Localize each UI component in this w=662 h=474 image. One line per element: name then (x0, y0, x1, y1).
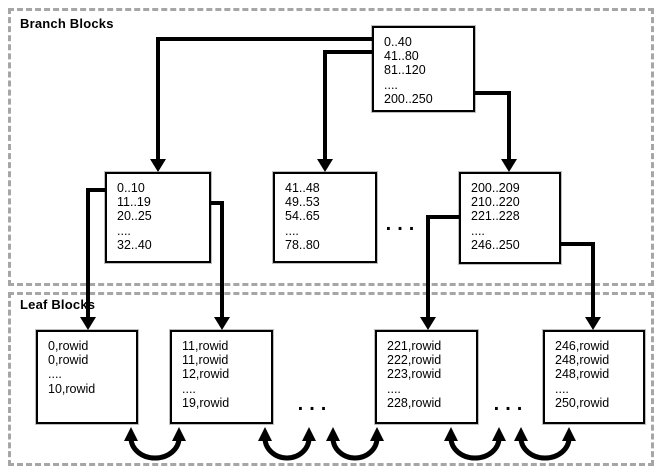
branch-row-ellipsis: ... (385, 213, 421, 235)
node-line: 41..48 (285, 181, 320, 195)
leaf-blocks-region (8, 292, 654, 466)
node-line: 78..80 (285, 237, 320, 252)
node-line: 221,rowid (387, 339, 442, 353)
node-line: 0..10 (117, 181, 145, 195)
leaf-block-2: 11,rowid 11,rowid 12,rowid .... 19,rowid (170, 330, 273, 424)
node-line: 250,rowid (555, 395, 610, 410)
node-line: 223,rowid (387, 367, 442, 382)
node-line: 246..250 (471, 237, 520, 252)
node-line: 200..250 (384, 91, 433, 106)
node-line: 11..19 (117, 195, 151, 210)
node-line: 54..65 (285, 209, 320, 224)
node-line: 0..40 (384, 35, 412, 49)
node-line: 210..220 (471, 195, 520, 210)
branch-block-right: 200..209 210..220 221..228 .... 246..250 (459, 172, 561, 264)
node-line: .... (384, 77, 398, 92)
branch-block-left: 0..10 11..19 20..25 .... 32..40 (105, 172, 211, 263)
node-line: 200..209 (471, 181, 520, 195)
node-line: 246,rowid (555, 339, 610, 353)
node-line: 248,rowid (555, 367, 610, 382)
node-line: 20..25 (117, 209, 152, 224)
leaf-block-3: 221,rowid 222,rowid 223,rowid .... 228,r… (375, 330, 478, 424)
node-line: .... (285, 223, 299, 238)
branch-blocks-label: Branch Blocks (20, 16, 114, 31)
leaf-row-ellipsis-left: ... (297, 393, 333, 415)
leaf-blocks-label: Leaf Blocks (20, 297, 96, 312)
leaf-block-4: 246,rowid 248,rowid 248,rowid .... 250,r… (543, 330, 645, 424)
node-line: .... (48, 367, 62, 382)
node-line: .... (387, 381, 401, 396)
node-line: .... (182, 381, 196, 396)
node-line: 49..53 (285, 195, 320, 210)
node-line: 32..40 (117, 237, 152, 252)
leaf-block-1: 0,rowid 0,rowid .... 10,rowid (36, 330, 138, 424)
node-line: 81..120 (384, 63, 426, 78)
node-line: 41..80 (384, 49, 419, 64)
node-line: 228,rowid (387, 395, 442, 410)
node-line: .... (471, 223, 485, 238)
node-line: 11,rowid (182, 353, 229, 368)
node-line: 222,rowid (387, 353, 442, 368)
node-line: 10,rowid (48, 381, 96, 396)
node-line: .... (117, 223, 131, 238)
branch-block-middle: 41..48 49..53 54..65 .... 78..80 (273, 172, 377, 263)
node-line: 221..228 (471, 209, 520, 224)
node-line: 0,rowid (48, 339, 89, 353)
node-line: 19,rowid (182, 395, 230, 410)
leaf-row-ellipsis-right: ... (493, 393, 529, 415)
node-line: 11,rowid (182, 339, 229, 353)
node-line: 248,rowid (555, 353, 610, 368)
branch-block-root: 0..40 41..80 81..120 .... 200..250 (372, 26, 475, 112)
node-line: .... (555, 381, 569, 396)
node-line: 0,rowid (48, 353, 89, 368)
node-line: 12,rowid (182, 367, 230, 382)
branch-blocks-region (8, 8, 654, 286)
